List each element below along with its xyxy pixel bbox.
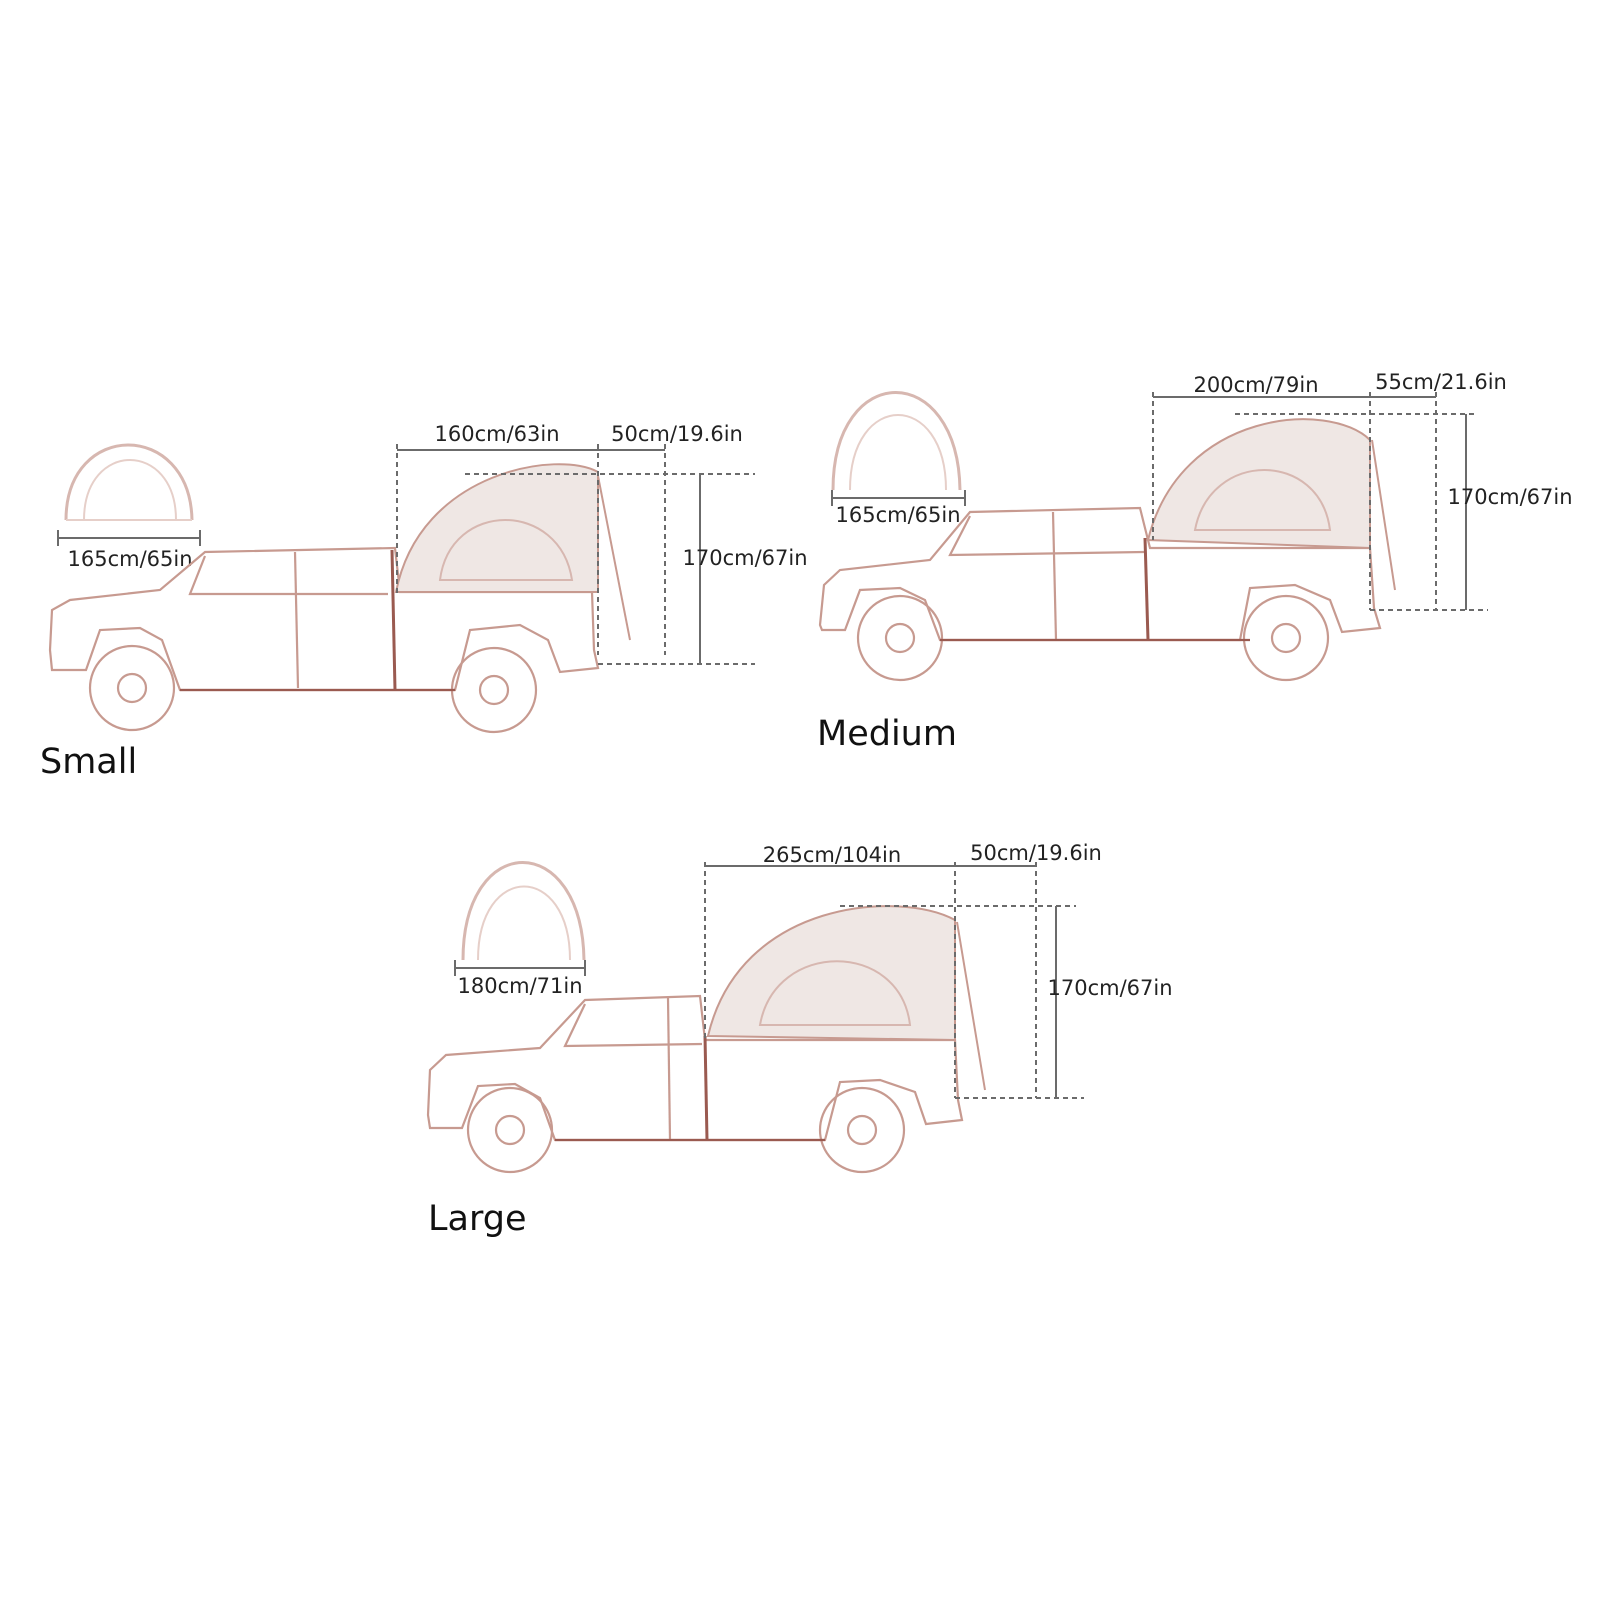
door-width-label: 180cm/71in xyxy=(457,974,582,998)
dimension-lines xyxy=(704,862,1084,1099)
door-width-label: 165cm/65in xyxy=(67,547,192,571)
tent-height-label: 170cm/67in xyxy=(682,546,807,570)
bed-tent xyxy=(706,905,986,1091)
tent-height-label: 170cm/67in xyxy=(1047,976,1172,1000)
front-tent-icon xyxy=(831,391,962,491)
tent-length-label: 265cm/104in xyxy=(763,843,901,867)
tent-height-label: 170cm/67in xyxy=(1447,485,1572,509)
bed-tent xyxy=(1146,418,1396,591)
size-label-large: Large xyxy=(428,1199,526,1239)
pickup-truck xyxy=(426,994,964,1174)
door-width-dimension xyxy=(454,960,586,976)
small-variant: 165cm/65in 160cm/63in 50cm/19.6in xyxy=(40,422,808,782)
pickup-truck xyxy=(48,546,600,734)
tent-length-label: 200cm/79in xyxy=(1193,373,1318,397)
size-label-small: Small xyxy=(40,742,137,782)
medium-variant: 165cm/65in 200cm/79in 55cm/21.6in xyxy=(817,370,1573,754)
door-width-label: 165cm/65in xyxy=(835,503,960,527)
front-tent-icon xyxy=(64,443,194,521)
bed-tent xyxy=(394,463,631,641)
size-label-medium: Medium xyxy=(817,714,957,754)
awning-depth-label: 55cm/21.6in xyxy=(1375,370,1507,394)
pickup-truck xyxy=(818,506,1382,682)
dimension-lines xyxy=(1152,392,1488,611)
awning-depth-label: 50cm/19.6in xyxy=(970,841,1102,865)
tent-length-label: 160cm/63in xyxy=(434,422,559,446)
door-width-dimension xyxy=(831,490,966,506)
awning-depth-label: 50cm/19.6in xyxy=(611,422,743,446)
front-tent-icon xyxy=(461,861,586,961)
large-variant: 180cm/71in 265cm/104in 50cm/19.6in 170cm… xyxy=(426,841,1173,1239)
dimension-lines xyxy=(396,444,755,665)
door-width-dimension xyxy=(57,530,201,546)
